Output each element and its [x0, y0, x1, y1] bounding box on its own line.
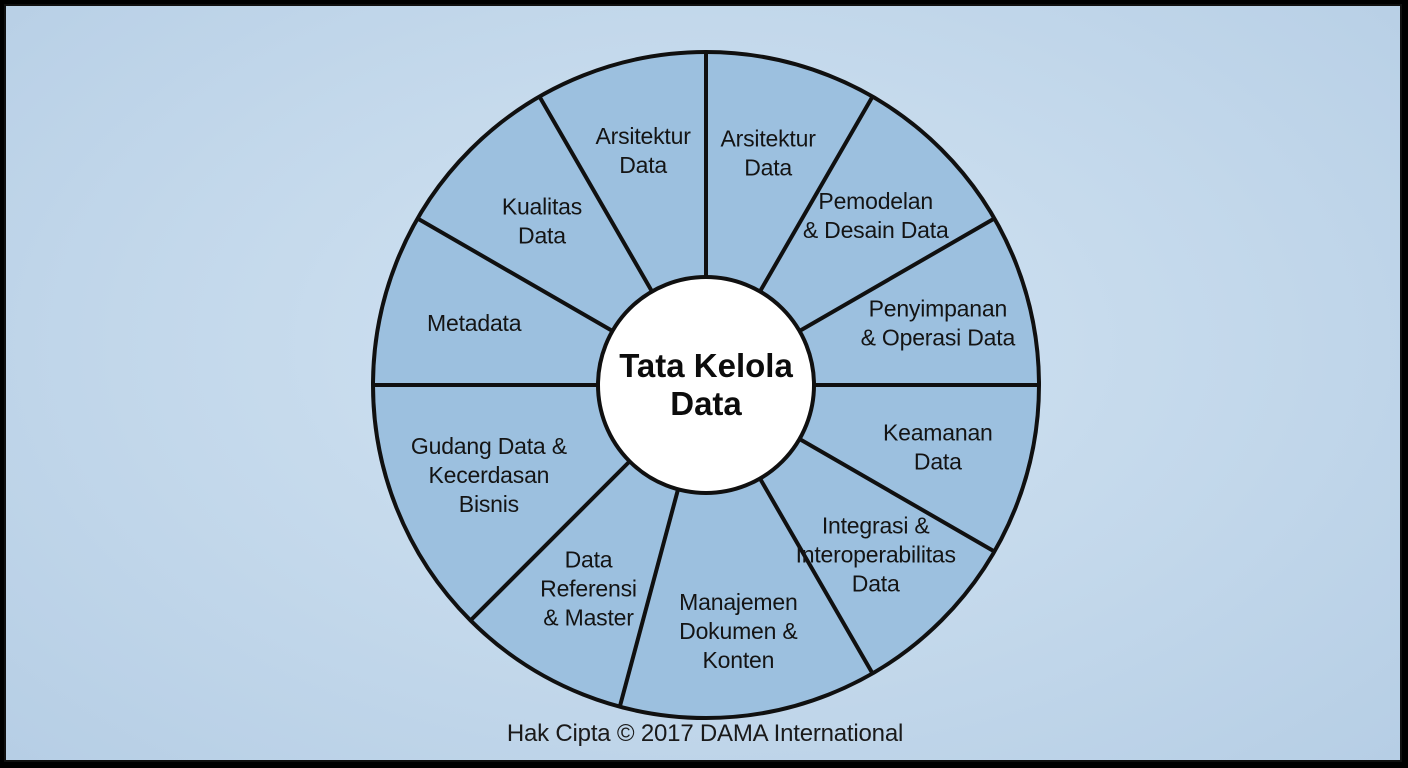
segment-label-2: Pemodelan& Desain Data: [803, 188, 949, 243]
wheel-spoke-7: [617, 488, 680, 708]
wheel-spoke-5: [798, 437, 996, 554]
copyright-text: Hak Cipta © 2017 DAMA International: [506, 720, 904, 747]
wheel-center-circle: [596, 275, 816, 495]
wheel-spoke-11: [537, 95, 654, 293]
segment-label-9: Metadata: [427, 310, 522, 336]
wheel-spoke-8: [469, 459, 632, 622]
wheel-spoke-2: [758, 95, 875, 293]
wheel-spoke-3: [798, 216, 996, 333]
wheel-spokes: [373, 52, 1039, 708]
wheel-spoke-10: [416, 216, 614, 333]
wheel-spoke-6: [758, 477, 875, 675]
segment-label-3: Penyimpanan& Operasi Data: [861, 295, 1016, 350]
